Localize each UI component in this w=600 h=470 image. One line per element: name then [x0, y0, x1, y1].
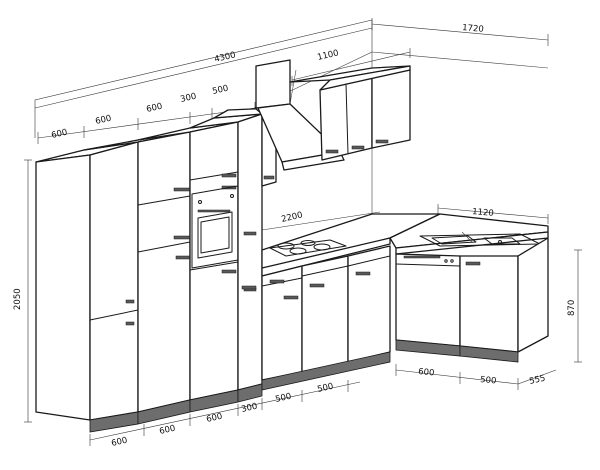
- dim-right-500: 500: [480, 375, 497, 386]
- dim-top-600-c: 600: [145, 102, 163, 115]
- tall-fridge-cabinet: [35, 141, 139, 433]
- dim-bottom-600-b: 600: [158, 424, 176, 437]
- dim-bottom-300: 300: [240, 402, 258, 415]
- dim-side-run: 1720: [462, 23, 484, 35]
- dim-bottom-500-a: 500: [274, 392, 292, 405]
- dim-base-height: 870: [567, 300, 577, 316]
- dim-right-600: 600: [418, 367, 435, 378]
- dim-top-600-a: 600: [50, 128, 68, 141]
- wall-outline: [254, 51, 549, 230]
- dim-top-300: 300: [179, 92, 197, 105]
- wall-cabinets: [289, 65, 411, 161]
- dim-right-555: 555: [528, 374, 546, 387]
- base-cabinets-right: [389, 213, 549, 363]
- dimension-lines: [24, 18, 582, 446]
- dimension-labels: 4300 1720 1100 600 600 600 300 500 2050 …: [13, 23, 577, 449]
- dim-bottom-600-a: 600: [110, 436, 128, 449]
- base-cabinets-left: [241, 213, 441, 391]
- extractor-hood: [255, 59, 345, 171]
- dim-height: 2050: [13, 288, 23, 310]
- dim-sink-counter: 1120: [472, 207, 494, 219]
- dim-overall-width: 4300: [213, 50, 236, 65]
- dim-counter-run: 2200: [280, 210, 303, 225]
- tall-pantry-cabinet: [83, 131, 191, 425]
- dim-bottom-600-c: 600: [205, 412, 223, 425]
- dim-top-500: 500: [211, 84, 229, 97]
- dim-wall-cabinet: 1100: [316, 48, 339, 63]
- dim-bottom-500-b: 500: [316, 382, 334, 395]
- dim-top-600-b: 600: [94, 114, 112, 127]
